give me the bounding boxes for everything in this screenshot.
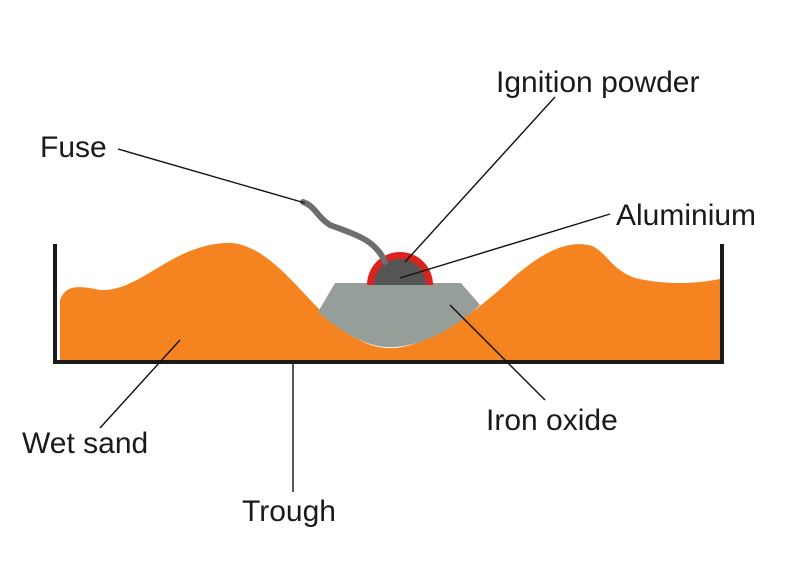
- iron-oxide-leader-line: [449, 304, 546, 401]
- iron-oxide-shape: [318, 283, 480, 348]
- label-trough: Trough: [242, 495, 336, 528]
- fuse-shape: [300, 199, 388, 265]
- aluminium-leader-line: [399, 213, 611, 279]
- wet-sand-shape: [60, 242, 720, 362]
- trough-shape: [53, 244, 724, 364]
- wet-sand-leader-line: [99, 339, 181, 429]
- label-iron-oxide: Iron oxide: [486, 404, 618, 437]
- label-fuse: Fuse: [40, 131, 107, 164]
- aluminium-shape: [374, 259, 426, 285]
- label-wet-sand: Wet sand: [22, 427, 148, 460]
- label-ignition-powder: Ignition powder: [496, 66, 699, 99]
- ignition-powder-leader-line: [404, 96, 556, 263]
- fuse-leader-line: [117, 148, 306, 204]
- label-aluminium: Aluminium: [616, 199, 756, 232]
